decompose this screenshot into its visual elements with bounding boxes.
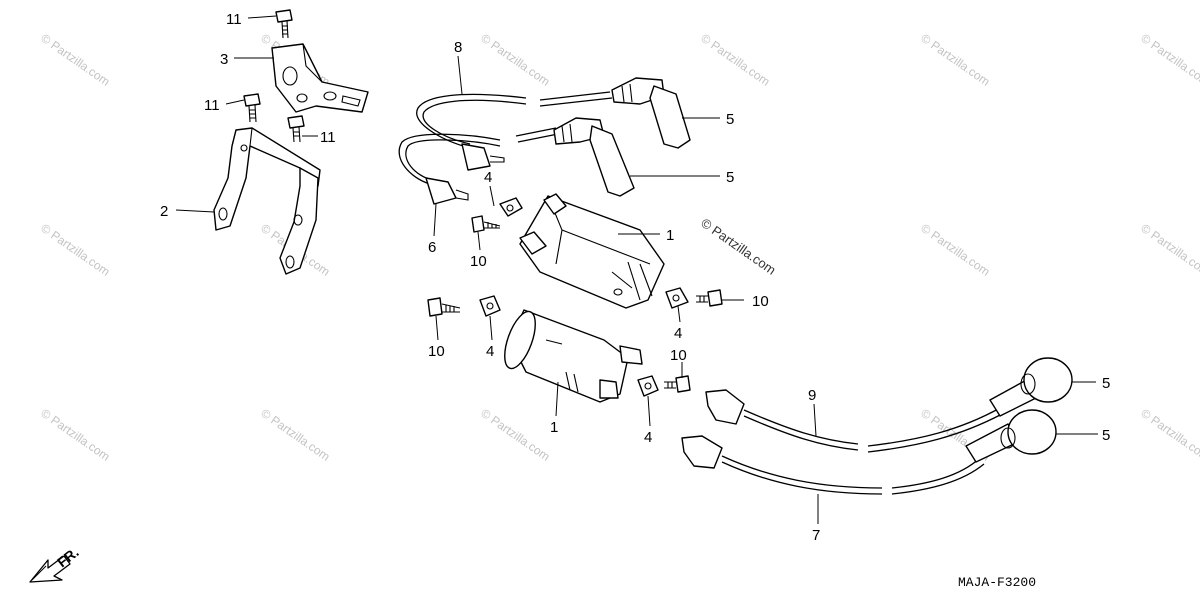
- callout-8: 8: [454, 39, 462, 56]
- front-arrow-icon: [29, 555, 71, 583]
- spark-plug-cap-lower-2: [1000, 409, 1057, 455]
- callout-4: 4: [484, 169, 492, 186]
- callout-10: 10: [752, 293, 769, 310]
- watermark: © Partzilla.com: [258, 406, 332, 464]
- watermark-center: © Partzilla.com: [698, 215, 778, 278]
- spark-plug-cap-top-1: [611, 77, 691, 149]
- screw-10-c: [696, 289, 723, 307]
- callout-10: 10: [470, 253, 487, 270]
- callout-10: 10: [670, 347, 687, 364]
- spark-plug-cap-top-2: [553, 117, 635, 197]
- callout-11: 11: [226, 11, 242, 28]
- watermark: © Partzilla.com: [1138, 31, 1200, 89]
- callout-1: 1: [550, 419, 558, 436]
- callout-9: 9: [808, 387, 816, 404]
- clip-4-top: [499, 197, 523, 217]
- watermark: © Partzilla.com: [38, 31, 112, 89]
- callout-4: 4: [644, 429, 652, 446]
- callout-5: 5: [726, 169, 734, 186]
- watermark: © Partzilla.com: [478, 31, 552, 89]
- callout-5: 5: [726, 111, 734, 128]
- screw-10-a: [471, 215, 501, 233]
- watermark: © Partzilla.com: [918, 31, 992, 89]
- screw-10-b: [427, 297, 461, 317]
- watermark: © Partzilla.com: [1138, 221, 1200, 279]
- callout-4: 4: [674, 325, 682, 342]
- watermark: © Partzilla.com: [1138, 406, 1200, 464]
- watermark: © Partzilla.com: [38, 406, 112, 464]
- upper-bracket: [271, 43, 369, 113]
- callout-11: 11: [320, 129, 336, 146]
- clip-4-bottom: [637, 375, 659, 397]
- callout-1: 1: [666, 227, 674, 244]
- callout-7: 7: [812, 527, 820, 544]
- watermark: © Partzilla.com: [698, 31, 772, 89]
- clip-4-left: [479, 295, 501, 317]
- lower-bracket: [213, 127, 321, 275]
- spark-plug-cap-lower-1: [1020, 357, 1073, 403]
- clip-4-right: [665, 287, 689, 309]
- callout-4: 4: [486, 343, 494, 360]
- watermark: © Partzilla.com: [478, 406, 552, 464]
- callout-2: 2: [160, 203, 168, 220]
- upper-lead-wires: [398, 91, 613, 205]
- bolt-11-top: [275, 9, 293, 39]
- callout-11: 11: [204, 97, 220, 114]
- bolt-11-right: [287, 115, 305, 143]
- bolt-11-left: [243, 93, 261, 123]
- callout-5: 5: [1102, 427, 1110, 444]
- callout-3: 3: [220, 51, 228, 68]
- callout-6: 6: [428, 239, 436, 256]
- callout-labels: 11 3 11 11 2 8 6 4 10 1 5 5 10 4 10 4 10…: [160, 11, 1110, 544]
- diagram-code: MAJA-F3200: [958, 575, 1036, 590]
- ignition-coil-lower: [504, 309, 643, 403]
- lower-lead-wires: [681, 377, 1041, 495]
- leader-lines: [175, 15, 1098, 524]
- front-direction-indicator: FR.: [29, 544, 82, 583]
- watermark: © Partzilla.com: [918, 221, 992, 279]
- screw-10-d: [664, 375, 691, 393]
- callout-5: 5: [1102, 375, 1110, 392]
- ignition-coil-upper: [519, 193, 665, 309]
- watermark: © Partzilla.com: [38, 221, 112, 279]
- callout-10: 10: [428, 343, 445, 360]
